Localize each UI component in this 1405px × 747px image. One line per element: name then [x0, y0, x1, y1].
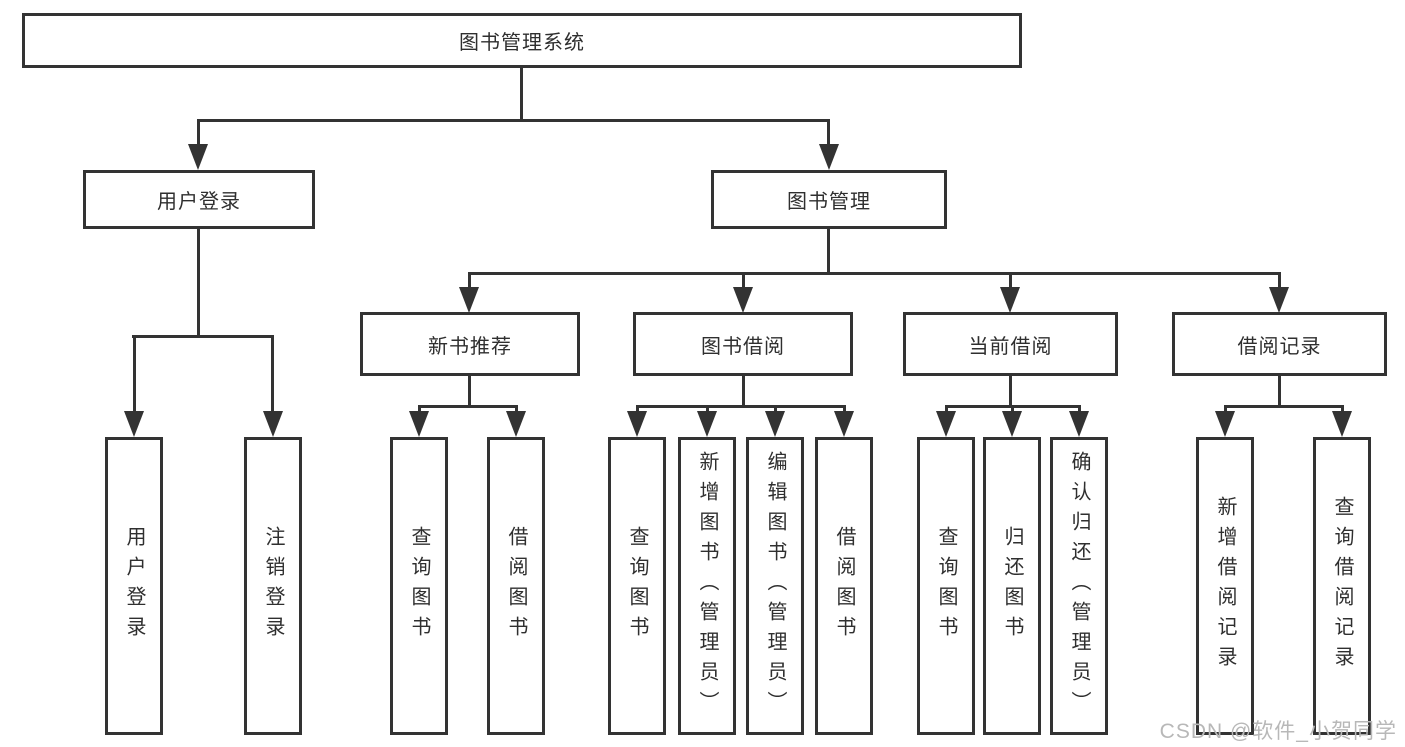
arrow-down-icon [1000, 287, 1020, 313]
leaf-add-borrow-record: 新增借阅记录 [1196, 437, 1254, 735]
leaf-label: 查询图书 [408, 526, 430, 646]
node-borrowing-records: 借阅记录 [1172, 312, 1387, 376]
connector-drop-leaf [271, 335, 274, 413]
connector-drop-leaf [515, 405, 518, 413]
arrow-down-icon [1332, 411, 1352, 437]
connector-drop-recommend [468, 272, 471, 289]
leaf-logout: 注销登录 [244, 437, 302, 735]
connector-drop-leaf [774, 405, 777, 413]
connector-drop-book-mgmt [827, 119, 830, 146]
connector-drop-current [1009, 272, 1012, 289]
leaf-label: 新增借阅记录 [1214, 496, 1236, 676]
leaf-label: 确认归还（管理员） [1068, 451, 1090, 721]
arrow-down-icon [1269, 287, 1289, 313]
arrow-down-icon [188, 144, 208, 170]
leaf-return-books: 归还图书 [983, 437, 1041, 735]
arrow-down-icon [1002, 411, 1022, 437]
connector-recommend-bar [418, 405, 518, 408]
node-library-management-system: 图书管理系统 [22, 13, 1022, 68]
connector-drop-leaf [945, 405, 948, 413]
connector-drop-leaf [1011, 405, 1014, 413]
connector-recommend-trunk [468, 376, 471, 408]
arrow-down-icon [819, 144, 839, 170]
connector-user-login-bar [132, 335, 274, 338]
arrow-down-icon [1215, 411, 1235, 437]
connector-drop-leaf [706, 405, 709, 413]
leaf-label: 查询图书 [626, 526, 648, 646]
leaf-label: 查询图书 [935, 526, 957, 646]
connector-drop-leaf [636, 405, 639, 413]
leaf-user-login: 用户登录 [105, 437, 163, 735]
leaf-label: 归还图书 [1001, 526, 1023, 646]
arrow-down-icon [936, 411, 956, 437]
connector-book-mgmt-trunk [827, 229, 830, 275]
node-current-borrowing: 当前借阅 [903, 312, 1118, 376]
arrow-down-icon [124, 411, 144, 437]
arrow-down-icon [263, 411, 283, 437]
csdn-watermark: CSDN @软件_小贺同学 [1159, 720, 1397, 743]
connector-drop-records [1278, 272, 1281, 289]
arrow-down-icon [834, 411, 854, 437]
leaf-label: 用户登录 [123, 526, 145, 646]
arrow-down-icon [765, 411, 785, 437]
leaf-confirm-return-admin: 确认归还（管理员） [1050, 437, 1108, 735]
connector-current-trunk [1009, 376, 1012, 408]
connector-records-trunk [1278, 376, 1281, 408]
node-book-borrowing: 图书借阅 [633, 312, 853, 376]
connector-drop-leaf [843, 405, 846, 413]
connector-drop-leaf [418, 405, 421, 413]
leaf-label: 借阅图书 [505, 526, 527, 646]
connector-drop-borrow [742, 272, 745, 289]
leaf-query-borrow-record: 查询借阅记录 [1313, 437, 1371, 735]
connector-borrow-trunk [742, 376, 745, 408]
arrow-down-icon [459, 287, 479, 313]
leaf-label: 借阅图书 [833, 526, 855, 646]
connector-level2-bar [468, 272, 1281, 275]
leaf-query-books-current: 查询图书 [917, 437, 975, 735]
connector-drop-user-login [197, 119, 200, 146]
leaf-query-books-recommend: 查询图书 [390, 437, 448, 735]
connector-level1-bar [197, 119, 830, 122]
node-book-management: 图书管理 [711, 170, 947, 229]
leaf-label: 注销登录 [262, 526, 284, 646]
node-new-book-recommend: 新书推荐 [360, 312, 580, 376]
connector-root-trunk [520, 67, 523, 121]
connector-borrow-bar [636, 405, 846, 408]
arrow-down-icon [506, 411, 526, 437]
connector-drop-leaf [1078, 405, 1081, 413]
arrow-down-icon [733, 287, 753, 313]
arrow-down-icon [1069, 411, 1089, 437]
leaf-query-books-borrow: 查询图书 [608, 437, 666, 735]
arrow-down-icon [697, 411, 717, 437]
leaf-label: 编辑图书（管理员） [764, 451, 786, 721]
node-user-login: 用户登录 [83, 170, 315, 229]
connector-drop-leaf [1341, 405, 1344, 413]
arrow-down-icon [627, 411, 647, 437]
arrow-down-icon [409, 411, 429, 437]
leaf-label: 查询借阅记录 [1331, 496, 1353, 676]
leaf-borrow-books-recommend: 借阅图书 [487, 437, 545, 735]
leaf-edit-books-admin: 编辑图书（管理员） [746, 437, 804, 735]
connector-drop-leaf [133, 335, 136, 413]
connector-records-bar [1224, 405, 1344, 408]
leaf-add-books-admin: 新增图书（管理员） [678, 437, 736, 735]
connector-drop-leaf [1224, 405, 1227, 413]
connector-user-login-trunk [197, 229, 200, 338]
leaf-label: 新增图书（管理员） [696, 451, 718, 721]
leaf-borrow-books: 借阅图书 [815, 437, 873, 735]
